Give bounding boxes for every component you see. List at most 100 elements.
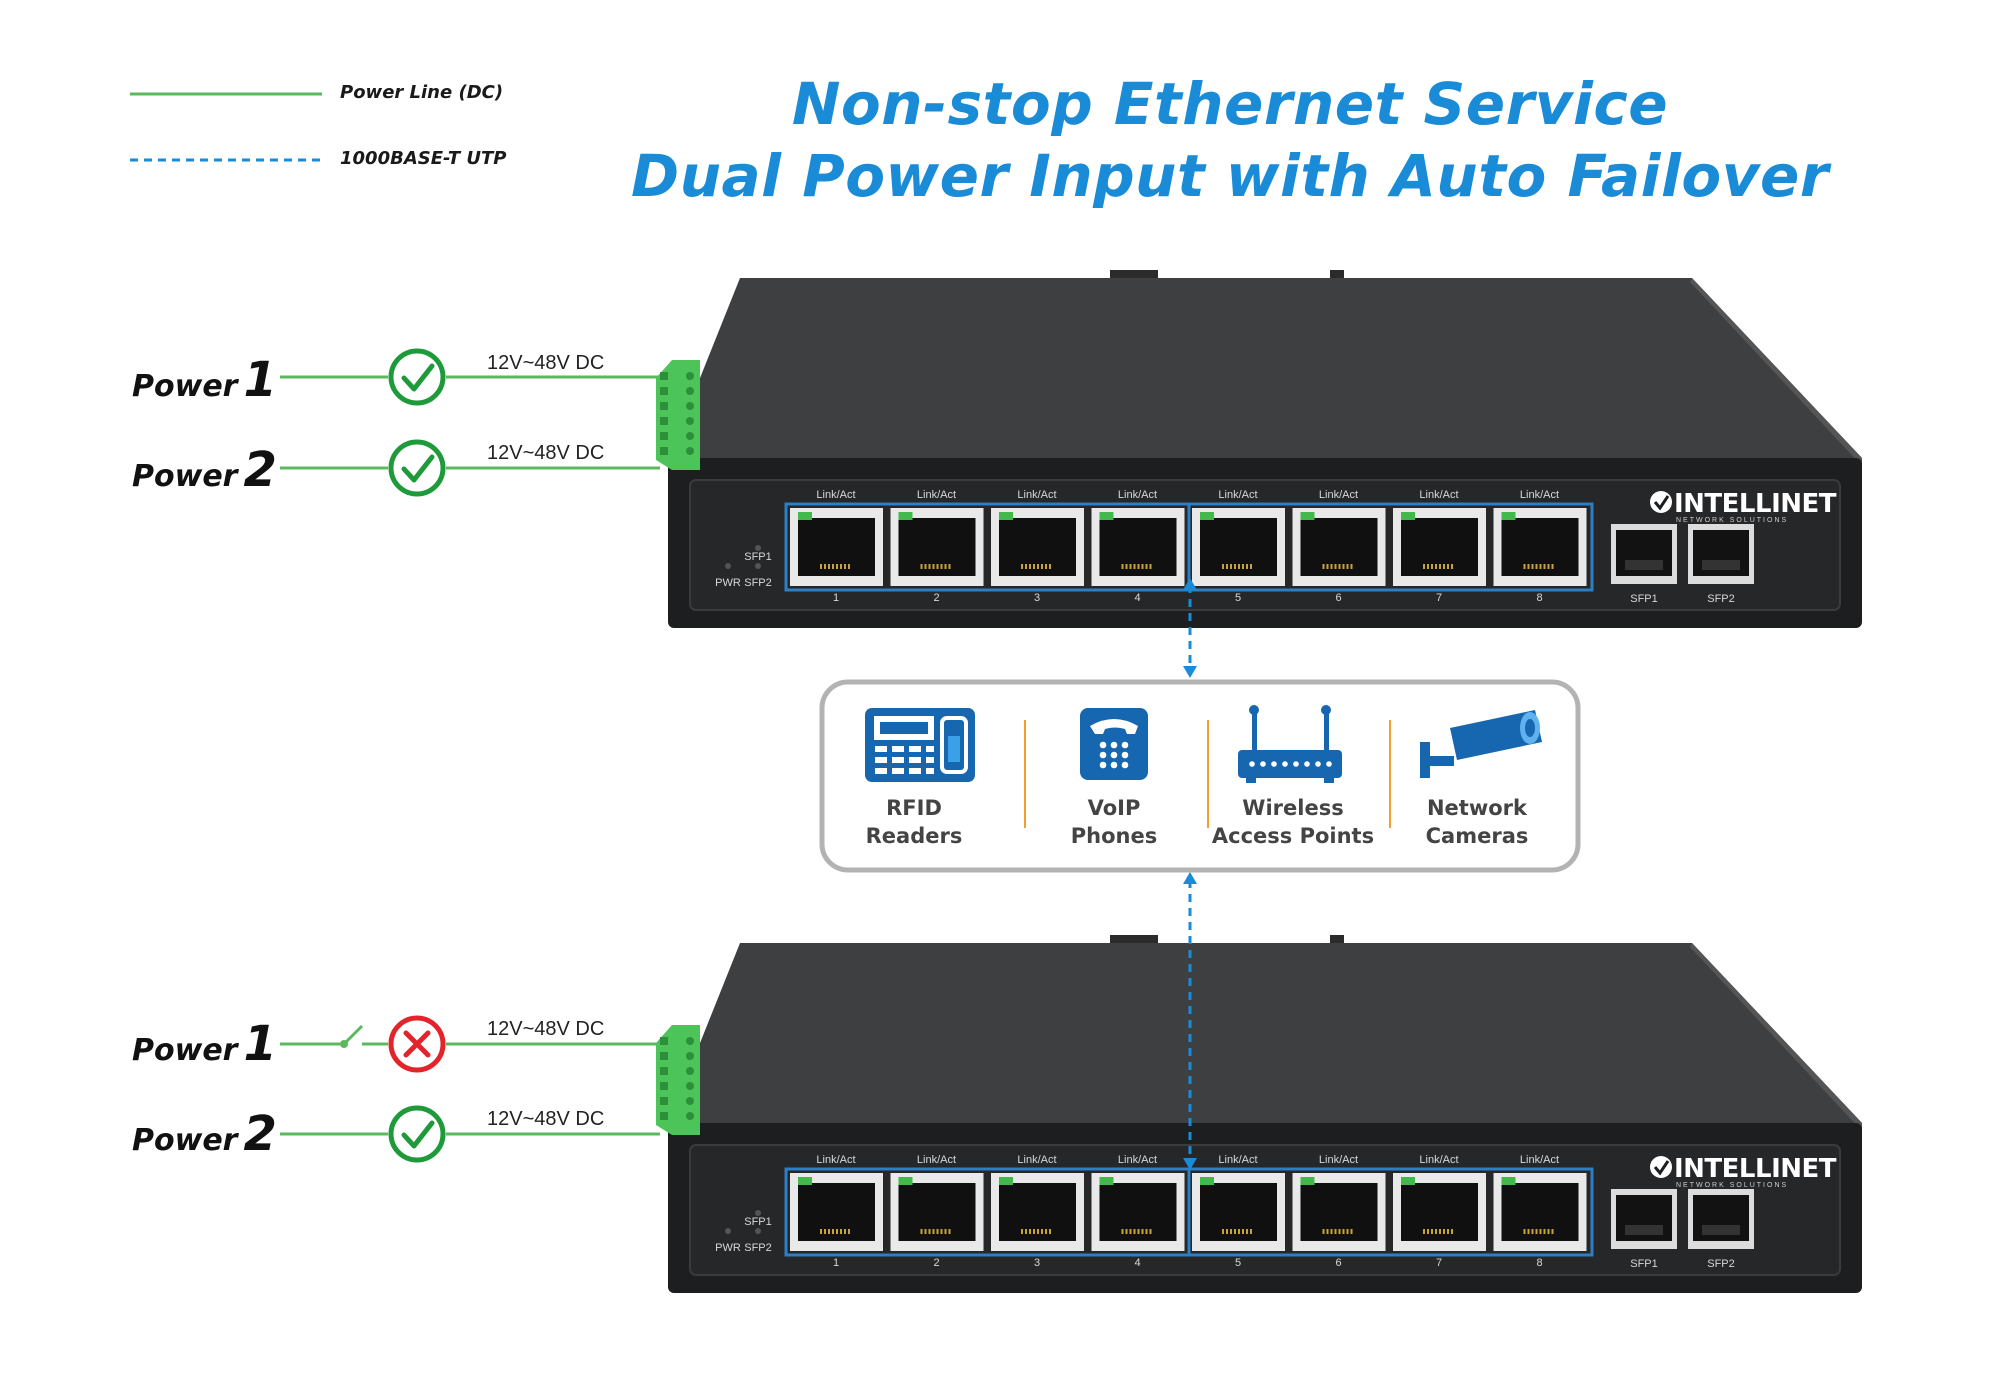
svg-text:NETWORK SOLUTIONS: NETWORK SOLUTIONS (1676, 1182, 1788, 1189)
top-switch-led-label-sfp1: SFP1 (744, 551, 772, 563)
bottom-switch-sfp2-label: SFP2 (1707, 1258, 1735, 1270)
bottom-switch-port-8[interactable] (1493, 1173, 1587, 1251)
bottom-switch-port-1-caption: Link/Act (816, 1154, 855, 1166)
bottom-switch-port-1-number: 1 (833, 1257, 839, 1269)
bottom-power-1-voltage: 12V~48V DC (487, 1018, 605, 1040)
bottom-switch-port-3-number: 3 (1034, 1257, 1040, 1269)
top-switch-led-label-pwr: PWR (715, 577, 741, 589)
bottom-switch-port-3-led (999, 1177, 1013, 1185)
bottom-switch-port-2-number: 2 (933, 1257, 939, 1269)
bottom-switch: Link/Act1Link/Act2Link/Act3Link/Act4Link… (656, 935, 1862, 1293)
bottom-switch-top-surface (668, 943, 1862, 1123)
bottom-switch-port-7-caption: Link/Act (1419, 1154, 1458, 1166)
top-switch-port-4[interactable] (1091, 508, 1185, 586)
top-switch-port-2[interactable] (890, 508, 984, 586)
bottom-switch-port-5-caption: Link/Act (1218, 1154, 1257, 1166)
bottom-switch-sfp2-port[interactable] (1688, 1189, 1754, 1249)
bottom-switch-port-5-led (1200, 1177, 1214, 1185)
legend-lines (130, 92, 322, 162)
bottom-switch-port-2[interactable] (890, 1173, 984, 1251)
top-switch-port-3[interactable] (991, 508, 1084, 586)
top-switch-port-6-number: 6 (1335, 592, 1341, 604)
bottom-switch-pwr-led (725, 1228, 731, 1234)
top-switch-sfp2-label: SFP2 (1707, 593, 1735, 605)
top-switch-port-8[interactable] (1493, 508, 1587, 586)
utp-link-top (1183, 578, 1197, 678)
top-switch-port-7-number: 7 (1436, 592, 1442, 604)
top-switch-port-7-caption: Link/Act (1419, 489, 1458, 501)
device-label-rfid-1: RFID (886, 796, 942, 820)
bottom-switch-port-2-led (898, 1177, 913, 1185)
bottom-switch-port-6-number: 6 (1335, 1257, 1341, 1269)
top-switch-port-8-number: 8 (1536, 592, 1542, 604)
device-label-voip-1: VoIP (1088, 796, 1141, 820)
svg-text:NETWORK SOLUTIONS: NETWORK SOLUTIONS (1676, 517, 1788, 524)
bottom-switch-port-7-led (1401, 1177, 1415, 1185)
top-switch-port-7-led (1401, 512, 1415, 520)
top-switch-port-6[interactable] (1292, 508, 1386, 586)
voip-phone-icon (1080, 708, 1148, 780)
top-switch-port-5-caption: Link/Act (1218, 489, 1257, 501)
bottom-switch-port-8-led (1501, 1177, 1516, 1185)
top-switch-port-5[interactable] (1192, 508, 1285, 586)
bottom-switch-port-5-number: 5 (1235, 1257, 1241, 1269)
bottom-power-1-line (280, 1024, 660, 1048)
bottom-switch-port-7[interactable] (1393, 1173, 1486, 1251)
device-label-camera-1: Network (1427, 796, 1528, 820)
bottom-switch-terminal-block (656, 1025, 700, 1135)
top-power-2-ok-icon (388, 439, 446, 497)
bottom-switch-port-8-number: 8 (1536, 1257, 1542, 1269)
top-switch-top-surface (668, 278, 1862, 458)
top-switch-port-2-led (898, 512, 913, 520)
network-camera-icon (1420, 710, 1542, 778)
top-switch-port-4-caption: Link/Act (1118, 489, 1157, 501)
top-switch-port-6-caption: Link/Act (1319, 489, 1358, 501)
bottom-power-1-fail-icon (388, 1015, 446, 1073)
bottom-switch-port-7-number: 7 (1436, 1257, 1442, 1269)
top-switch-port-1-caption: Link/Act (816, 489, 855, 501)
top-switch-sfp2-port[interactable] (1688, 524, 1754, 584)
top-switch-port-2-number: 2 (933, 592, 939, 604)
bottom-switch-port-4-led (1099, 1177, 1114, 1185)
top-switch-led-label-sfp2: SFP2 (744, 577, 772, 589)
top-switch-port-6-led (1300, 512, 1315, 520)
title-line-2: Dual Power Input with Auto Failover (631, 142, 1829, 210)
top-switch-port-4-led (1099, 512, 1114, 520)
bottom-switch-led-label-sfp1: SFP1 (744, 1216, 772, 1228)
top-power-1-voltage: 12V~48V DC (487, 352, 605, 374)
top-switch-port-1[interactable] (790, 508, 883, 586)
device-label-camera-2: Cameras (1426, 824, 1529, 848)
bottom-switch-port-8-caption: Link/Act (1520, 1154, 1559, 1166)
top-switch-sfp1-led (755, 545, 761, 551)
top-switch-port-8-led (1501, 512, 1516, 520)
bottom-switch-sfp1-port[interactable] (1611, 1189, 1677, 1249)
top-switch-sfp1-label: SFP1 (1630, 593, 1658, 605)
legend-power-line-label: Power Line (DC) (340, 82, 504, 103)
top-switch-port-3-caption: Link/Act (1017, 489, 1056, 501)
top-switch-port-4-number: 4 (1134, 592, 1140, 604)
top-switch-sfp2-led (755, 563, 761, 569)
top-switch-port-2-caption: Link/Act (917, 489, 956, 501)
bottom-switch-port-4[interactable] (1091, 1173, 1185, 1251)
bottom-switch-port-6-led (1300, 1177, 1315, 1185)
top-switch-port-7[interactable] (1393, 508, 1486, 586)
bottom-switch-port-5[interactable] (1192, 1173, 1285, 1251)
bottom-switch-port-3[interactable] (991, 1173, 1084, 1251)
top-switch-terminal-block (656, 360, 700, 470)
top-switch-sfp1-port[interactable] (1611, 524, 1677, 584)
bottom-switch-port-6[interactable] (1292, 1173, 1386, 1251)
top-power-2-voltage: 12V~48V DC (487, 442, 605, 464)
top-switch: Link/Act1Link/Act2Link/Act3Link/Act4Link… (656, 270, 1862, 628)
bottom-switch-port-4-caption: Link/Act (1118, 1154, 1157, 1166)
svg-text:INTELLINET: INTELLINET (1674, 489, 1837, 519)
device-label-wireless-2: Access Points (1212, 824, 1374, 848)
device-label-voip-2: Phones (1071, 824, 1157, 848)
bottom-switch-port-1[interactable] (790, 1173, 883, 1251)
top-switch-port-3-number: 3 (1034, 592, 1040, 604)
